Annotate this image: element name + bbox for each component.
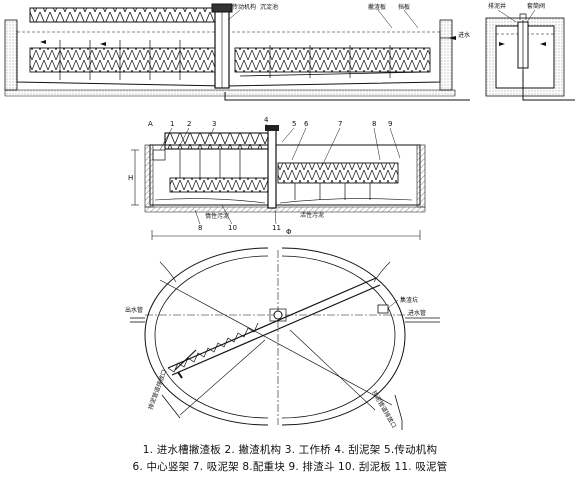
label-drain-well: 排泥井: [488, 2, 506, 10]
tank-right-wall: [439, 19, 453, 91]
callout-7: 7: [338, 120, 342, 128]
top-elevation: 传动机构 沉淀池 撇渣板 挡板 进水: [4, 3, 470, 101]
callout-8b: 8: [198, 224, 202, 232]
legend-line-1: 1. 进水槽撇渣板 2. 撇渣机构 3. 工作桥 4. 刮泥架 5.传动机构: [142, 444, 438, 456]
callout-11: 11: [272, 224, 281, 232]
work-bridge-left: [29, 7, 216, 23]
label-inert-sludge: 惰性污泥: [205, 212, 229, 220]
tank-left-wall: [4, 19, 18, 91]
mid-scraper-left: [169, 177, 269, 193]
callout-10: 10: [228, 224, 237, 232]
mid-left-wall: [144, 144, 154, 208]
label-scum-box: 集渣坑: [400, 296, 418, 304]
label-outlet-pipe: 出水管: [125, 306, 143, 314]
callout-1: 1: [170, 120, 174, 128]
side-detail: 排泥井 套筒阀: [485, 2, 575, 101]
label-scum-groove: 撇渣板: [368, 3, 386, 11]
mid-center-frame: [267, 127, 277, 209]
label-sediment: 沉淀池: [260, 3, 278, 11]
callout-numbers: 1 2 3 4 5 6 7 8 9 8 10 11: [170, 116, 392, 232]
scraper-frame-left: [29, 47, 221, 73]
scum-box: [377, 304, 389, 314]
sludge-pipe: [224, 92, 470, 101]
mid-work-bridge: [164, 132, 276, 150]
label-water-inlet: 进水: [458, 31, 470, 39]
label-active-sludge: 活性污泥: [300, 211, 324, 219]
label-left-channel: 排泥管道排放口: [146, 368, 168, 410]
marker-A: A: [148, 120, 153, 128]
callout-9: 9: [388, 120, 392, 128]
callout-4: 4: [264, 116, 269, 124]
mid-suction-right: [277, 162, 399, 184]
plan-view: 出水管 进水管 集渣坑 排泥管道排放口 排泥管道排放口: [125, 247, 440, 430]
scraper-frame-right: [234, 47, 431, 73]
label-drive: 传动机构: [232, 3, 256, 11]
label-sleeve-valve: 套筒阀: [527, 2, 545, 10]
callout-6: 6: [304, 120, 309, 128]
mid-right-wall: [416, 144, 426, 208]
callout-3: 3: [212, 120, 216, 128]
legend-line-2: 6. 中心竖架 7. 吸泥架 8.配重块 9. 排渣斗 10. 刮泥板 11. …: [132, 461, 448, 473]
callout-8a: 8: [372, 120, 376, 128]
plan-outer-ring: [144, 247, 269, 426]
drive-unit: [211, 3, 233, 13]
label-inlet-pipe: 进水管: [408, 309, 426, 317]
plan-bridge-truss: [167, 277, 381, 379]
marker-phi: Φ: [286, 228, 292, 236]
tank-bottom: [4, 89, 456, 97]
callout-5: 5: [292, 120, 296, 128]
callout-2: 2: [187, 120, 191, 128]
middle-section: H A Φ 1 2 3 4 5 6 7 8 9 8 10 11: [128, 116, 426, 240]
marker-H: H: [128, 174, 133, 182]
label-baffle: 挡板: [398, 3, 410, 11]
